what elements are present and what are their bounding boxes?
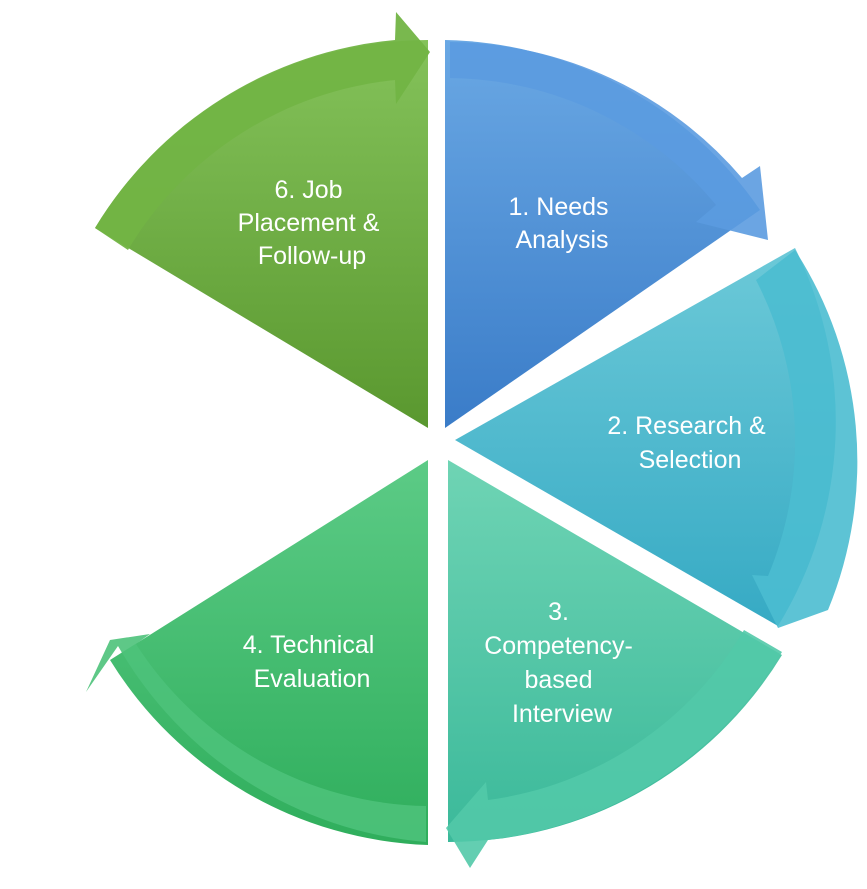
segment-2-label: 2. Research & Selection bbox=[607, 412, 772, 474]
segment-6-label: 6. Job Placement & Follow-up bbox=[238, 176, 387, 270]
segment-job-placement: 6. Job Placement & Follow-up bbox=[95, 12, 430, 428]
segment-3-label: 3. Competency- based Interview bbox=[484, 598, 640, 728]
segment-4-label: 4. Technical Evaluation bbox=[243, 631, 382, 693]
segment-competency-interview: 3. Competency- based Interview bbox=[446, 460, 782, 868]
segment-1-label: 1. Needs Analysis bbox=[508, 193, 615, 254]
segment-technical-evaluation: 4. Technical Evaluation bbox=[86, 460, 428, 845]
segment-research-selection: 2. Research & Selection bbox=[455, 248, 858, 628]
segment-needs-analysis: 1. Needs Analysis bbox=[445, 40, 768, 428]
